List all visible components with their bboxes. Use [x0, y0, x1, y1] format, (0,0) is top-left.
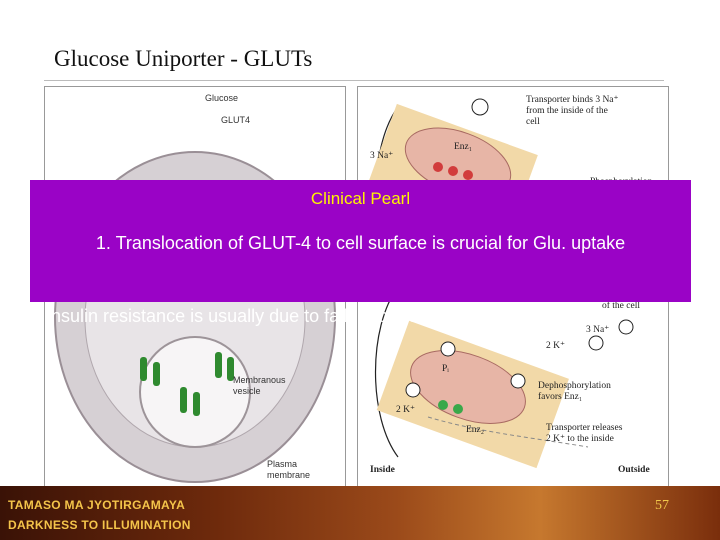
vesicle-glut4 — [140, 352, 234, 416]
label-membranous-vesicle: Membranous vesicle — [233, 375, 286, 396]
label-outside: Outside — [618, 465, 650, 475]
label-step1: Transporter binds 3 Na⁺ from the inside … — [526, 95, 619, 127]
footer-banner: TAMASO MA JYOTIRGAMAYA DARKNESS TO ILLUM… — [0, 486, 720, 540]
page-number: 57 — [655, 498, 669, 513]
membrane-bottom — [376, 320, 569, 469]
label-inside: Inside — [370, 465, 395, 475]
clinical-pearl-point-1: 1. Translocation of GLUT-4 to cell surfa… — [95, 233, 626, 253]
label-pi: Pᵢ — [442, 364, 449, 374]
label-enz2: Enz₂ — [466, 425, 485, 435]
slide-title: Glucose Uniporter - GLUTs — [54, 46, 313, 71]
clinical-pearl-heading: Clinical Pearl — [310, 189, 411, 208]
step-markers — [405, 98, 634, 398]
label-enz1-top: Enz₁ — [454, 142, 473, 152]
clinical-pearl-point-2: 2. Insulin resistance is usually due to … — [26, 306, 501, 326]
clinical-pearl-box: Clinical Pearl 1. Translocation of GLUT-… — [30, 180, 691, 302]
label-of-cell: of the cell — [602, 301, 640, 311]
footer-motto-line-1: TAMASO MA JYOTIRGAMAYA — [8, 498, 186, 512]
label-dephosphorylation: Dephosphorylation favors Enz₁ — [538, 381, 611, 402]
label-k-in: 2 K⁺ — [396, 405, 415, 415]
label-k-out: 2 K⁺ — [546, 341, 565, 351]
footer-motto-line-2: DARKNESS TO ILLUMINATION — [8, 518, 191, 532]
label-na-in: 3 Na⁺ — [370, 151, 394, 161]
membranous-vesicle — [139, 336, 251, 448]
label-plasma-membrane: Plasma membrane — [267, 459, 311, 480]
label-glut4: GLUT4 — [221, 115, 251, 125]
label-release: Transporter releases 2 K⁺ to the inside — [546, 423, 623, 444]
label-na-out: 3 Na⁺ — [586, 325, 610, 335]
label-glucose: Glucose — [205, 93, 239, 103]
title-rule — [44, 80, 664, 81]
